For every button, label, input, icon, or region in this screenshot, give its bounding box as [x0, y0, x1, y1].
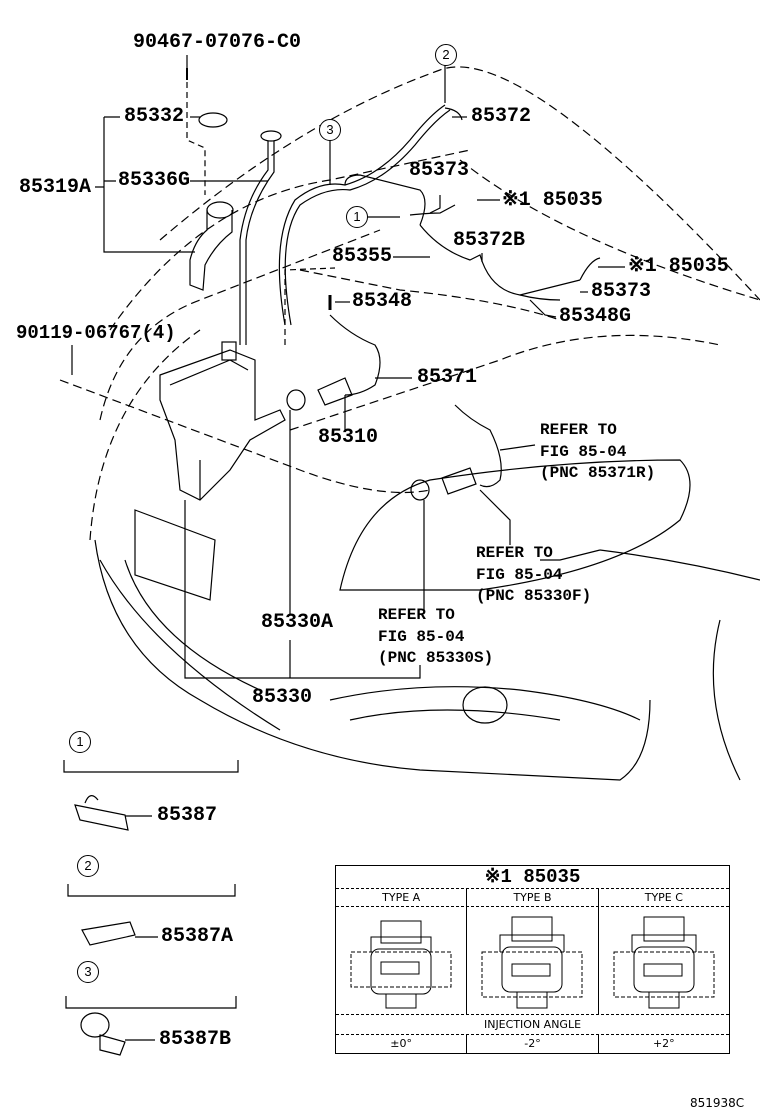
- clip-legend-marker-3: 3: [77, 961, 99, 983]
- nozzle-type-table: ※1 85035 TYPE A TYPE B TYPE C INJECTION …: [335, 865, 730, 1054]
- callout-85035-upper: ※1 85035: [502, 189, 603, 212]
- table-title: ※1 85035: [336, 866, 729, 889]
- leader-lines: [63, 55, 625, 1041]
- callout-85387b: 85387B: [159, 1028, 232, 1051]
- type-c-header: TYPE C: [644, 891, 683, 904]
- injection-angle-header: INJECTION ANGLE: [336, 1015, 729, 1035]
- car-outline: [59, 66, 760, 541]
- callout-90467-07076-c0: 90467-07076-C0: [133, 31, 302, 54]
- table-angle-row: ±0° -2° +2°: [336, 1035, 729, 1053]
- bumper-outline: [94, 459, 760, 781]
- callout-85348g: 85348G: [559, 305, 632, 328]
- table-type-row: TYPE A TYPE B TYPE C: [336, 889, 729, 907]
- clip-marker-2: 2: [435, 44, 457, 66]
- callout-85310: 85310: [318, 426, 379, 449]
- type-b-nozzle-illustration: [467, 907, 599, 1014]
- clip-parts: [74, 795, 136, 1056]
- type-a-nozzle-illustration: [336, 907, 468, 1014]
- clip-marker-1: 1: [346, 206, 368, 228]
- callout-85371: 85371: [417, 366, 478, 389]
- type-c-angle: +2°: [652, 1037, 675, 1050]
- callout-85035-lower: ※1 85035: [628, 255, 729, 278]
- callout-85330a: 85330A: [261, 611, 334, 634]
- callout-85387: 85387: [157, 804, 218, 827]
- filler-neck: [189, 112, 234, 291]
- washer-pumps: [186, 68, 477, 501]
- callout-85330: 85330: [252, 686, 313, 709]
- type-b-angle: -2°: [467, 1035, 599, 1053]
- reference-85371r: REFER TO FIG 85-04 (PNC 85371R): [540, 421, 656, 482]
- table-image-row: [336, 907, 729, 1015]
- callout-85336g: 85336G: [118, 169, 191, 192]
- type-a-angle: ±0°: [336, 1035, 468, 1053]
- callout-85373-lower: 85373: [591, 280, 652, 303]
- clip-legend-marker-2: 2: [77, 855, 99, 877]
- reference-85330s: REFER TO FIG 85-04 (PNC 85330S): [378, 606, 494, 667]
- level-gauge: [239, 130, 282, 345]
- callout-85373-upper: 85373: [409, 159, 470, 182]
- reference-85330f: REFER TO FIG 85-04 (PNC 85330F): [476, 544, 592, 605]
- callout-85387a: 85387A: [161, 925, 234, 948]
- callout-85355: 85355: [332, 245, 393, 268]
- callout-85332: 85332: [124, 105, 185, 128]
- callout-85372: 85372: [471, 105, 532, 128]
- clip-legend-marker-1: 1: [69, 731, 91, 753]
- figure-code: 851938C: [690, 1096, 745, 1110]
- clip-marker-3: 3: [319, 119, 341, 141]
- type-a-header: TYPE A: [336, 889, 468, 906]
- type-b-header: TYPE B: [467, 889, 599, 906]
- callout-85372b: 85372B: [453, 229, 526, 252]
- callout-90119-06767: 90119-06767(4): [16, 322, 176, 344]
- type-c-nozzle-illustration: [599, 907, 729, 1014]
- washer-tank: [159, 341, 286, 501]
- callout-85319a: 85319A: [19, 176, 92, 199]
- washer-hoses: [278, 104, 601, 488]
- callout-85348: 85348: [352, 290, 413, 313]
